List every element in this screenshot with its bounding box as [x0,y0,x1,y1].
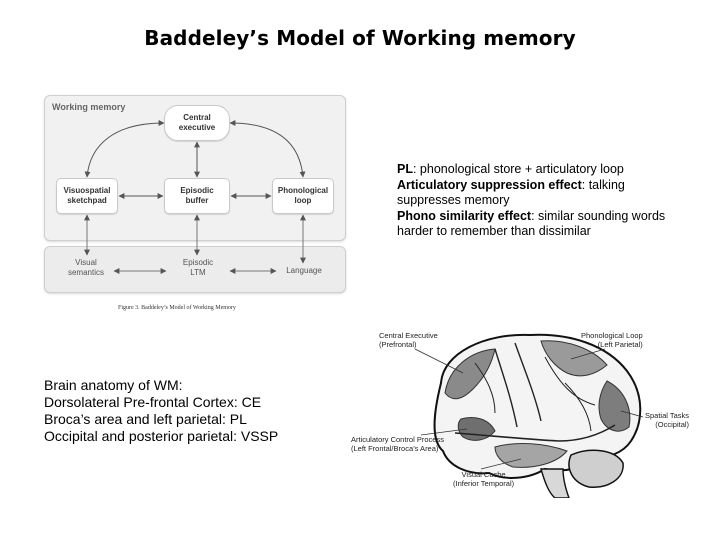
arrow-central-to-visuospatial [84,120,165,178]
articulatory-suppression-text: : talking suppresses memory [397,177,625,208]
brain-anatomy-figure: Central Executive (Prefrontal) Phonologi… [345,323,695,498]
visual-semantics-label: Visual semantics [67,258,104,277]
pl-text: : phonological store + articulatory loop [412,162,624,176]
central-executive-box: Central executive [164,105,230,141]
episodic-buffer-label: Episodic buffer [180,186,214,205]
brain-occipital-shading [598,380,631,432]
phonological-loop-label: Phonological loop [277,186,329,205]
pl-term: PL [397,162,413,176]
brain-notes-line: Occipital and posterior parietal: VSSP [44,428,279,444]
brain-cerebellum [568,449,624,488]
brain-anatomy-notes: Brain anatomy of WM: Dorsolateral Pre-fr… [44,377,334,445]
articulatory-suppression-term: Articulatory suppression effect [397,177,582,192]
brain-illustration [414,333,644,498]
visual-cache-brain-label: Visual Cache (Inferior Temporal) [453,470,515,488]
phono-similarity-text: : similar sounding words harder to remem… [397,208,666,239]
figure-caption: Figure 3. Baddeley’s Model of Working Me… [118,305,236,311]
articulatory-control-brain-label: Articulatory Control Process (Left Front… [351,435,444,453]
episodic-ltm-label: Episodic LTM [182,258,214,277]
spatial-tasks-brain-label: Spatial Tasks (Occipital) [645,411,690,429]
phonological-loop-brain-label: Phonological Loop (Left Parietal) [581,331,643,349]
brain-notes-line: Dorsolateral Pre-frontal Cortex: CE [44,394,262,410]
visuospatial-sketchpad-label: Visuospatial sketchpad [63,186,111,205]
working-memory-panel-label: Working memory [52,102,126,112]
arrow-central-to-phonological [229,120,306,178]
brain-prefrontal-shading [444,348,496,400]
central-executive-brain-label: Central Executive (Prefrontal) [379,331,438,349]
brain-notes-line: Brain anatomy of WM: [44,377,183,393]
visuospatial-sketchpad-box: Visuospatial sketchpad [56,178,118,214]
central-executive-label: Central executive [178,113,216,132]
episodic-buffer-box: Episodic buffer [164,178,230,214]
phonological-loop-notes: PL: phonological store + articulatory lo… [397,162,667,240]
brain-temporal-shading [494,443,568,468]
brain-stem [540,468,570,498]
slide-title: Baddeley’s Model of Working memory [144,26,576,50]
model-connector-arrows [84,120,306,274]
working-memory-model-figure: Working memory Central executive Visuosp… [44,95,346,317]
brain-notes-line: Broca’s area and left parietal: PL [44,411,247,427]
phonological-loop-box: Phonological loop [272,178,334,214]
phono-similarity-term: Phono similarity effect [397,208,532,223]
language-label: Language [286,266,322,275]
